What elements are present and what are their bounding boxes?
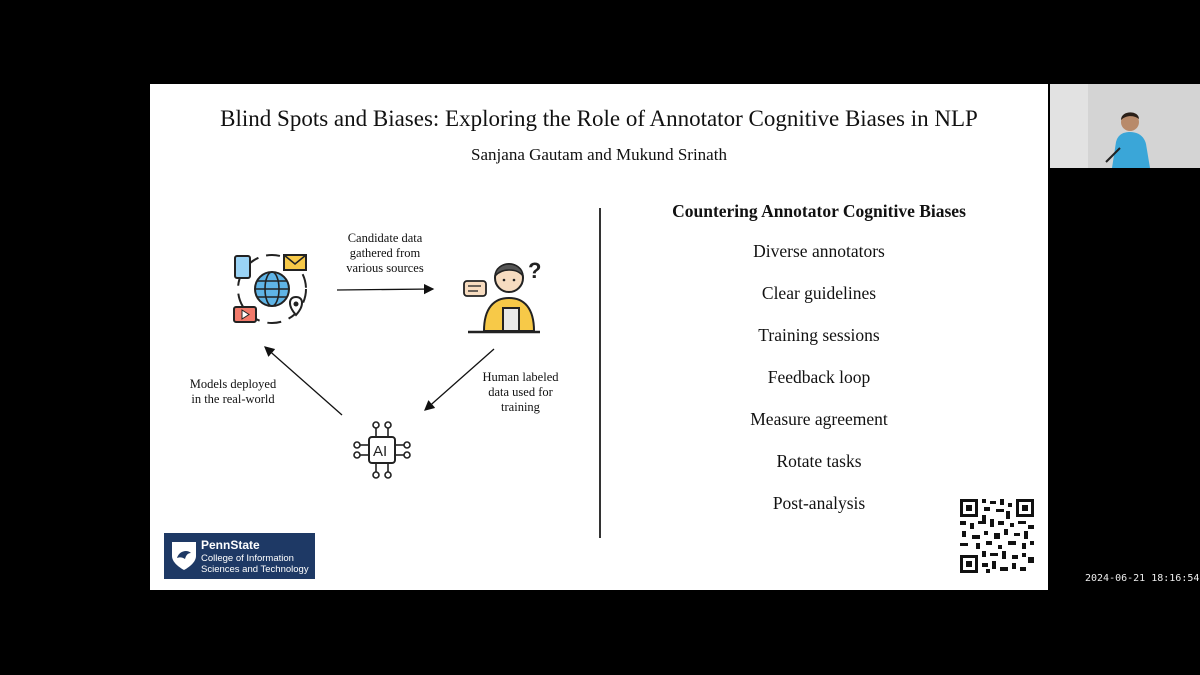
logo-line: Sciences and Technology	[201, 564, 309, 575]
list-item: Post-analysis	[772, 493, 866, 513]
caption-line: Candidate data	[347, 231, 423, 245]
slide-authors: Sanjana Gautam and Mukund Srinath	[471, 145, 727, 164]
slide-title: Blind Spots and Biases: Exploring the Ro…	[220, 106, 978, 131]
list-item: Feedback loop	[767, 367, 871, 387]
caption-models-deployed: Models deployed in the real-world	[178, 377, 288, 407]
list-item: Diverse annotators	[753, 241, 885, 261]
pennstate-logo: PennState College of Information Science…	[164, 533, 315, 579]
logo-subtitle: College of Information Sciences and Tech…	[201, 553, 309, 575]
ai-chip-icon: AI	[353, 421, 411, 479]
annotator-person-icon: ?	[463, 258, 541, 334]
globe-devices-icon	[233, 254, 307, 324]
arrow-to-annotator	[336, 283, 435, 295]
flow-diagram: ? AI	[233, 254, 541, 479]
caption-human-labeled: Human labeled data used for training	[468, 370, 573, 415]
column-divider	[599, 208, 601, 538]
speaker-figure	[1050, 84, 1200, 168]
svg-text:?: ?	[528, 258, 541, 283]
svg-text:AI: AI	[373, 443, 387, 460]
shield-icon	[172, 542, 196, 570]
logo-name: PennState	[201, 538, 260, 552]
logo-line: College of Information	[201, 553, 294, 564]
caption-data-gathered: Candidate data gathered from various sou…	[330, 231, 440, 276]
qr-code-icon	[958, 497, 1036, 575]
list-item: Rotate tasks	[776, 451, 862, 471]
caption-line: various sources	[346, 261, 424, 275]
caption-line: Human labeled	[482, 370, 559, 384]
caption-line: in the real-world	[191, 392, 275, 406]
arrow-to-data	[264, 346, 343, 416]
recording-timestamp: 2024-06-21 18:16:54	[1085, 573, 1200, 584]
list-item: Training sessions	[758, 325, 880, 345]
caption-line: Models deployed	[189, 377, 277, 391]
caption-line: data used for	[488, 385, 553, 399]
caption-line: gathered from	[349, 246, 421, 260]
arrow-to-ai	[424, 348, 495, 411]
caption-line: training	[501, 400, 540, 414]
presentation-slide: Blind Spots and Biases: Exploring the Ro…	[150, 84, 1048, 590]
bias-list: Countering Annotator Cognitive Biases Di…	[620, 201, 1018, 533]
bias-list-title: Countering Annotator Cognitive Biases	[672, 201, 966, 221]
list-item: Measure agreement	[750, 409, 888, 429]
speaker-webcam	[1050, 84, 1200, 168]
list-item: Clear guidelines	[761, 283, 877, 303]
